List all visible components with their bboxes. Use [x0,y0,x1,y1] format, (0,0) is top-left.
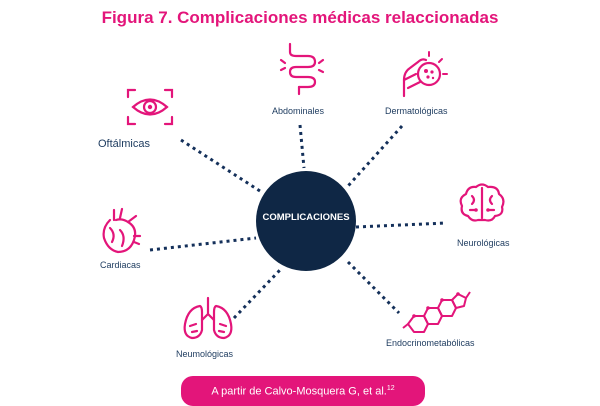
connector-neumologicas [232,268,282,320]
connector-oftalmicas [180,138,264,195]
center-label: COMPLICACIONES [262,212,350,223]
label-endocrinometabolicas: Endocrinometabólicas [386,338,475,348]
figure-title: Figura 7. Complicaciones médicas relacci… [101,8,499,27]
connector-cardiacas [149,236,257,252]
center-circle [256,171,356,271]
source-badge: A partir de Calvo-Mosquera G, et al.12 [181,376,425,406]
hand-skin-icon [402,51,448,98]
label-oftalmicas: Oftálmicas [98,138,150,150]
source-text: A partir de Calvo-Mosquera G, et al. [211,385,387,398]
heart-icon [102,207,142,254]
connector-abdominales [298,124,306,169]
label-neurologicas: Neurológicas [457,238,510,248]
label-dermatologicas: Dermatológicas [385,106,448,116]
lungs-icon [183,296,233,340]
connector-dermatologicas [346,124,404,188]
connector-neurologicas [355,221,447,229]
eye-icon [126,88,174,126]
intestine-icon [279,42,325,96]
label-abdominales: Abdominales [272,106,325,116]
source-ref: 12 [386,385,395,392]
connector-endocrinometabolicas [346,260,401,315]
molecule-icon [402,291,471,333]
label-neumologicas: Neumológicas [176,349,234,359]
label-cardiacas: Cardiacas [100,260,141,270]
brain-icon [459,183,505,222]
